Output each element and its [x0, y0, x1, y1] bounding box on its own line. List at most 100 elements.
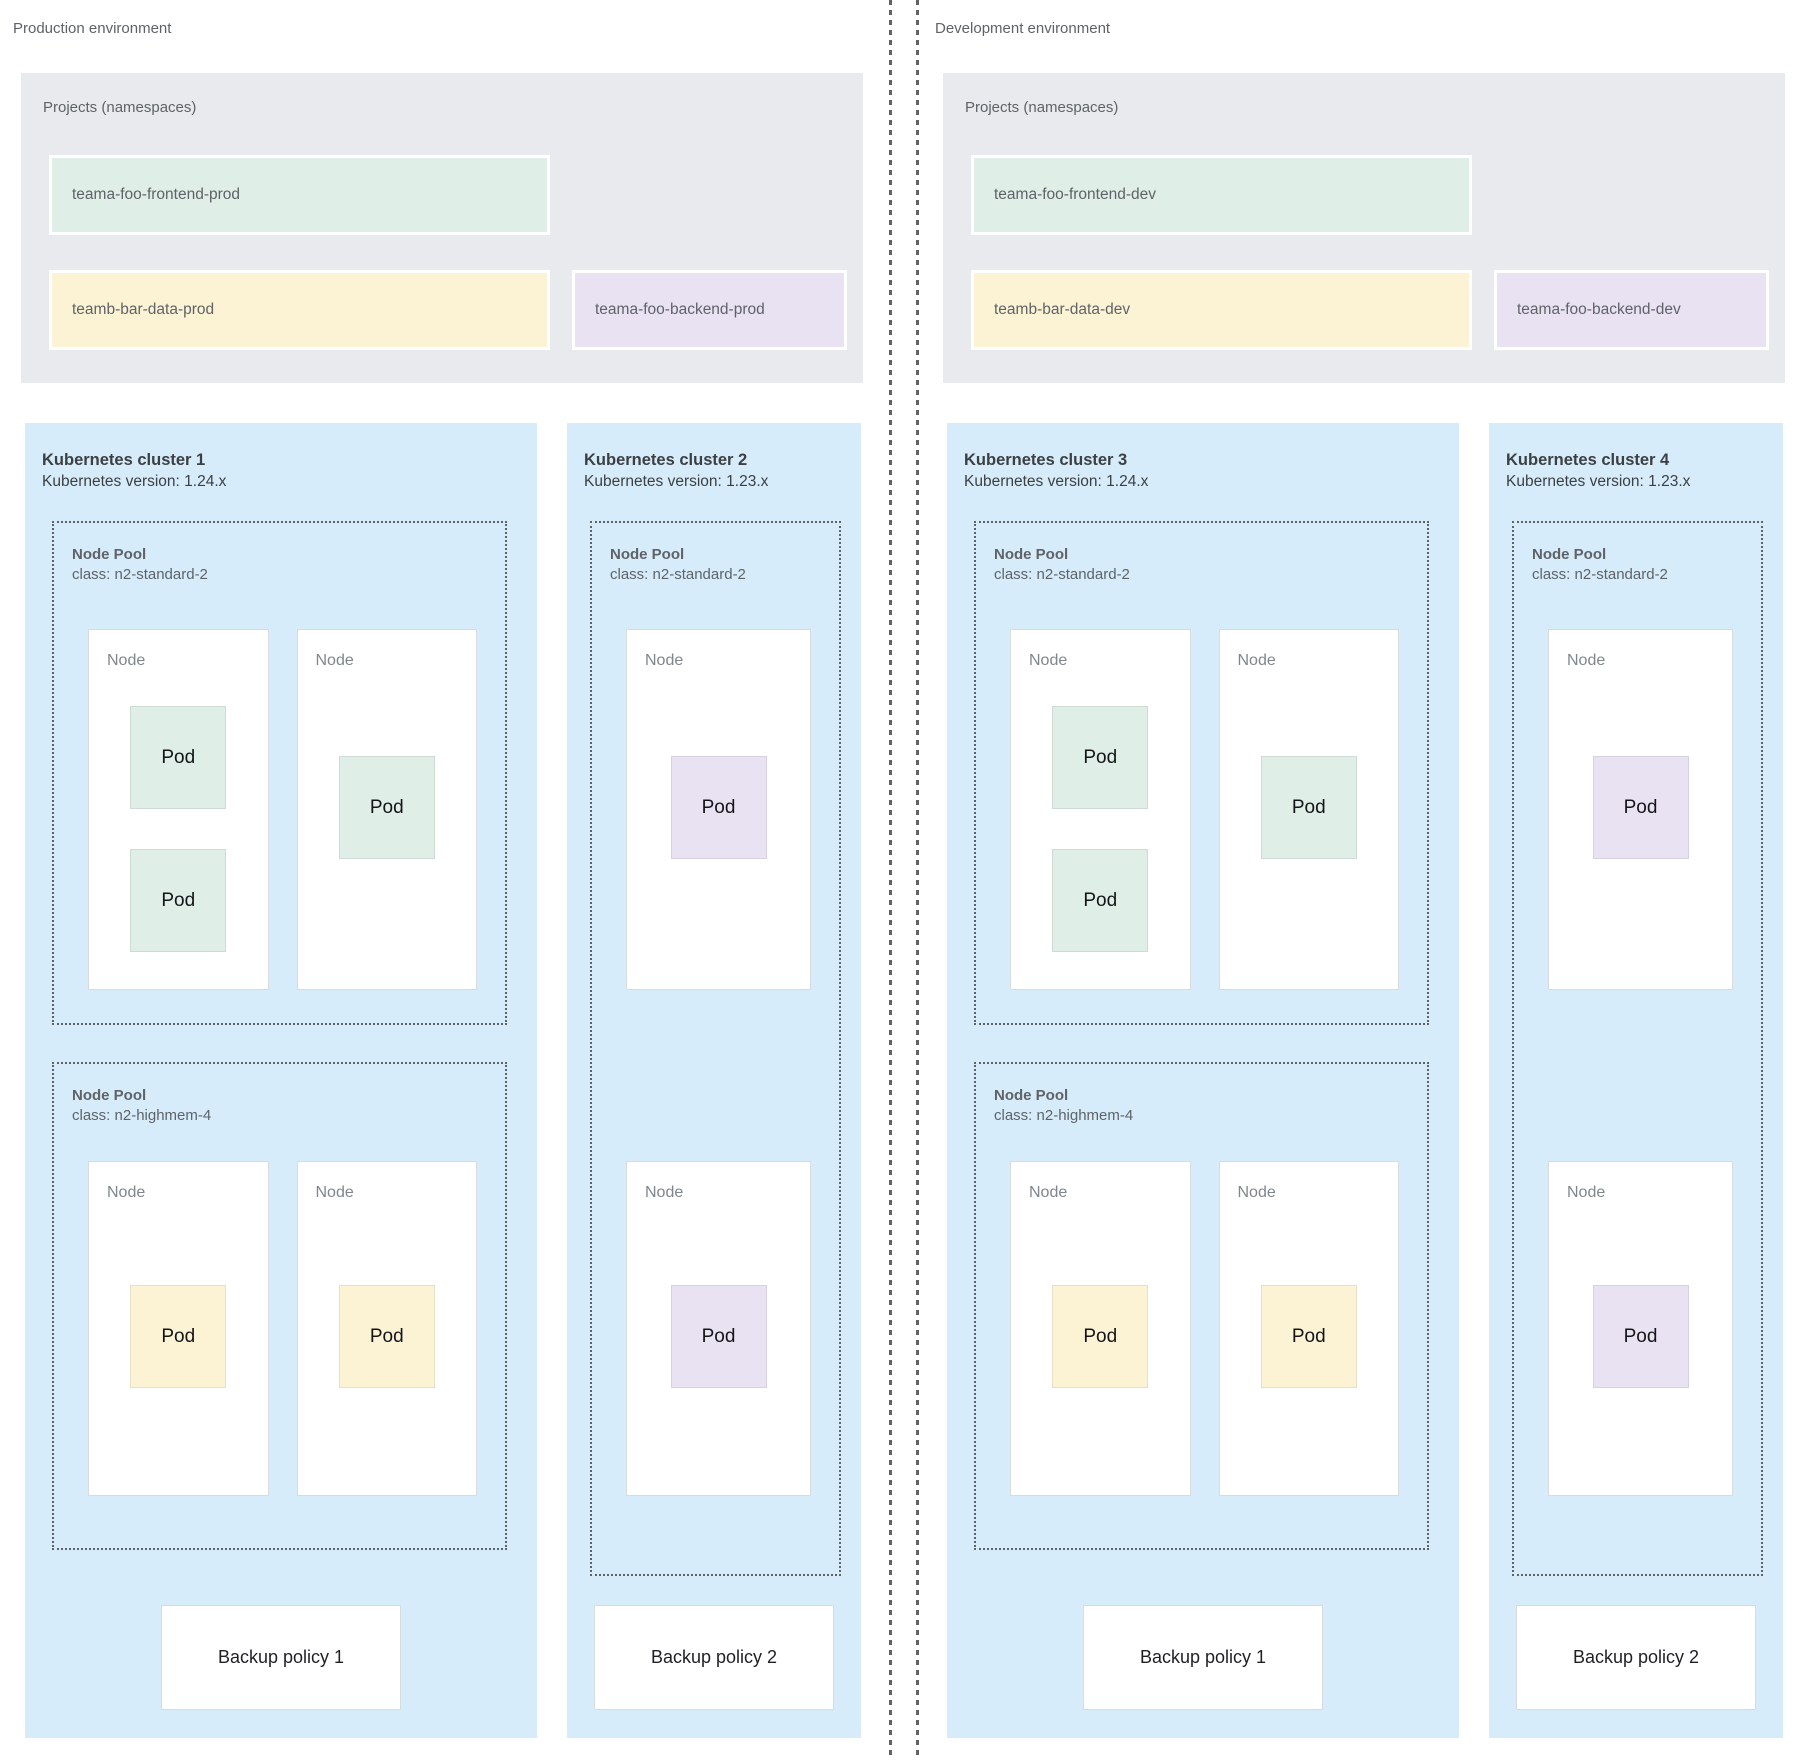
- node-pool-class: class: n2-standard-2: [994, 566, 1130, 583]
- project-name: teama-foo-backend-dev: [1517, 301, 1681, 318]
- node-pool-header: Node Pool class: n2-standard-2: [610, 545, 746, 585]
- kubernetes-cluster-4: Kubernetes cluster 4 Kubernetes version:…: [1489, 423, 1783, 1738]
- projects-namespaces-container: Projects (namespaces) teama-foo-frontend…: [943, 73, 1785, 383]
- node-label: Node: [1567, 652, 1606, 669]
- node: Node Pod Pod: [88, 629, 269, 990]
- node-pool-title: Node Pool: [994, 546, 1069, 563]
- node: Node Pod Pod: [1010, 629, 1191, 990]
- node-pool-header: Node Pool class: n2-highmem-4: [72, 1086, 211, 1126]
- cluster-version: Kubernetes version: 1.23.x: [584, 473, 769, 490]
- node-pool-standard: Node Pool class: n2-standard-2 Node Pod …: [974, 521, 1429, 1025]
- cluster-title: Kubernetes cluster 4: [1506, 451, 1670, 469]
- node-label: Node: [645, 1184, 684, 1201]
- environment-divider-line: [889, 0, 892, 1760]
- pod: Pod: [1592, 1285, 1689, 1388]
- node-label: Node: [315, 652, 354, 669]
- node-pool-title: Node Pool: [1532, 546, 1607, 563]
- projects-namespaces-container: Projects (namespaces) teama-foo-frontend…: [21, 73, 863, 383]
- project-box-frontend: teama-foo-frontend-prod: [49, 155, 550, 235]
- node-label: Node: [1237, 652, 1276, 669]
- node: Node Pod: [626, 629, 811, 990]
- pod: Pod: [130, 706, 227, 809]
- node-label: Node: [107, 1184, 146, 1201]
- cluster-version: Kubernetes version: 1.24.x: [42, 473, 227, 490]
- node-label: Node: [107, 652, 146, 669]
- node-pool-header: Node Pool class: n2-standard-2: [1532, 545, 1668, 585]
- node: Node Pod: [296, 1161, 477, 1496]
- node-label: Node: [1567, 1184, 1606, 1201]
- node-pool-class: class: n2-standard-2: [1532, 566, 1668, 583]
- node: Node Pod: [1548, 1161, 1733, 1496]
- node-pool-title: Node Pool: [610, 546, 685, 563]
- node-label: Node: [1029, 1184, 1068, 1201]
- environment-label: Development environment: [935, 20, 1111, 37]
- nodes-row: Node Pod: [1548, 629, 1733, 990]
- kubernetes-cluster-1: Kubernetes cluster 1 Kubernetes version:…: [25, 423, 537, 1738]
- kubernetes-cluster-3: Kubernetes cluster 3 Kubernetes version:…: [947, 423, 1459, 1738]
- cluster-header: Kubernetes cluster 3 Kubernetes version:…: [964, 450, 1148, 492]
- node-pool-title: Node Pool: [72, 1087, 147, 1104]
- project-box-data: teamb-bar-data-dev: [971, 270, 1472, 350]
- node-pool-standard: Node Pool class: n2-standard-2 Node Pod …: [1512, 521, 1763, 1576]
- node-label: Node: [1237, 1184, 1276, 1201]
- node: Node Pod: [296, 629, 477, 990]
- cluster-title: Kubernetes cluster 3: [964, 451, 1128, 469]
- cluster-header: Kubernetes cluster 1 Kubernetes version:…: [42, 450, 226, 492]
- node-pool-header: Node Pool class: n2-standard-2: [994, 545, 1130, 585]
- backup-policy-box: Backup policy 2: [594, 1605, 834, 1710]
- backup-policy-box: Backup policy 1: [1083, 1605, 1323, 1710]
- node-pool-class: class: n2-highmem-4: [72, 1107, 212, 1124]
- nodes-row: Node Pod Pod Node Pod: [88, 629, 477, 990]
- nodes-row: Node Pod: [626, 629, 811, 990]
- project-name: teamb-bar-data-dev: [994, 301, 1131, 318]
- project-box-frontend: teama-foo-frontend-dev: [971, 155, 1472, 235]
- pod: Pod: [670, 1285, 767, 1388]
- cluster-version: Kubernetes version: 1.23.x: [1506, 473, 1691, 490]
- node: Node Pod: [1548, 629, 1733, 990]
- cluster-header: Kubernetes cluster 4 Kubernetes version:…: [1506, 450, 1690, 492]
- projects-title: Projects (namespaces): [43, 99, 197, 116]
- pod: Pod: [1052, 849, 1149, 952]
- nodes-row: Node Pod: [1548, 1161, 1733, 1496]
- node: Node Pod: [626, 1161, 811, 1496]
- pod: Pod: [1260, 756, 1357, 859]
- node-pool-title: Node Pool: [72, 546, 147, 563]
- cluster-title: Kubernetes cluster 2: [584, 451, 748, 469]
- backup-policy-box: Backup policy 1: [161, 1605, 401, 1710]
- node-pool-class: class: n2-highmem-4: [994, 1107, 1134, 1124]
- nodes-row: Node Pod: [626, 1161, 811, 1496]
- node: Node Pod: [1010, 1161, 1191, 1496]
- nodes-row: Node Pod Pod Node Pod: [1010, 629, 1399, 990]
- pod: Pod: [1260, 1285, 1357, 1388]
- node-pool-title: Node Pool: [994, 1087, 1069, 1104]
- project-box-backend: teama-foo-backend-dev: [1494, 270, 1769, 350]
- pod: Pod: [130, 1285, 227, 1388]
- project-box-data: teamb-bar-data-prod: [49, 270, 550, 350]
- pod: Pod: [1592, 756, 1689, 859]
- kubernetes-cluster-2: Kubernetes cluster 2 Kubernetes version:…: [567, 423, 861, 1738]
- production-environment-section: Production environment Projects (namespa…: [0, 0, 883, 1760]
- node: Node Pod: [88, 1161, 269, 1496]
- node-label: Node: [315, 1184, 354, 1201]
- environment-divider-line: [916, 0, 919, 1760]
- cluster-title: Kubernetes cluster 1: [42, 451, 206, 469]
- pod: Pod: [1052, 1285, 1149, 1388]
- cluster-header: Kubernetes cluster 2 Kubernetes version:…: [584, 450, 768, 492]
- project-box-backend: teama-foo-backend-prod: [572, 270, 847, 350]
- pod: Pod: [338, 1285, 435, 1388]
- pod: Pod: [338, 756, 435, 859]
- node-pool-class: class: n2-standard-2: [72, 566, 208, 583]
- node-pool-class: class: n2-standard-2: [610, 566, 746, 583]
- node: Node Pod: [1218, 1161, 1399, 1496]
- pod: Pod: [130, 849, 227, 952]
- node-pool-standard: Node Pool class: n2-standard-2 Node Pod …: [590, 521, 841, 1576]
- pod: Pod: [1052, 706, 1149, 809]
- pod: Pod: [670, 756, 767, 859]
- project-name: teama-foo-frontend-prod: [72, 186, 241, 203]
- backup-policy-box: Backup policy 2: [1516, 1605, 1756, 1710]
- node-label: Node: [1029, 652, 1068, 669]
- cluster-version: Kubernetes version: 1.24.x: [964, 473, 1149, 490]
- node: Node Pod: [1218, 629, 1399, 990]
- node-pool-highmem: Node Pool class: n2-highmem-4 Node Pod N…: [974, 1062, 1429, 1550]
